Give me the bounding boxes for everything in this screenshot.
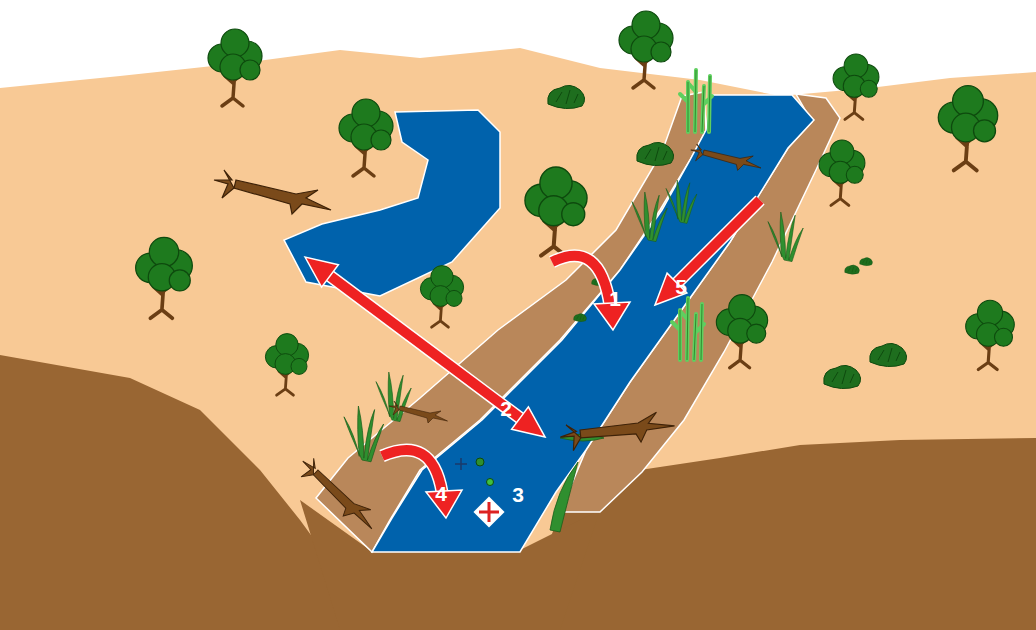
- arrow-shaft: [382, 450, 442, 492]
- tree: [619, 11, 673, 88]
- tree: [339, 99, 393, 176]
- shrub: [824, 365, 861, 388]
- grass-tuft: [632, 192, 667, 242]
- reed-clump: [680, 70, 712, 132]
- tree: [966, 300, 1015, 369]
- arrow-shaft: [677, 200, 760, 283]
- callout-number: 3: [512, 484, 524, 505]
- shrub: [574, 314, 587, 322]
- organism-symbol: [487, 479, 494, 486]
- reeds: [672, 70, 712, 360]
- fallen-log: [214, 170, 331, 214]
- fallen-log: [289, 454, 388, 531]
- reed-clump: [672, 298, 704, 360]
- tree: [938, 86, 997, 171]
- tree: [819, 140, 865, 205]
- tree: [525, 167, 587, 256]
- shrub: [845, 265, 860, 274]
- tree: [833, 54, 879, 119]
- arrow-shaft: [552, 256, 610, 306]
- callout-number: 2: [500, 398, 512, 419]
- arrow-outline: [677, 200, 760, 283]
- arrow-head: [512, 407, 545, 437]
- shrub: [870, 343, 907, 366]
- organism-symbol: [455, 458, 467, 470]
- organism-symbol: [476, 458, 484, 466]
- fallen-log: [691, 144, 761, 170]
- callout-number: 1: [609, 288, 621, 309]
- arrow-shaft: [330, 276, 520, 418]
- grass-tuft: [666, 180, 697, 223]
- tree: [716, 295, 767, 368]
- tree: [208, 29, 262, 106]
- fallen-logs: [214, 144, 761, 532]
- process-arrows: [305, 200, 760, 518]
- callout-number: 5: [675, 276, 687, 297]
- tree: [420, 266, 463, 328]
- water-organisms: [455, 458, 505, 528]
- arrow-outline: [552, 256, 610, 306]
- right-bank: [560, 94, 840, 512]
- tree: [136, 237, 193, 318]
- land: [0, 48, 1036, 630]
- fallen-log: [557, 390, 676, 467]
- shrub: [637, 142, 674, 165]
- tree: [265, 334, 308, 396]
- shrubs: [548, 85, 907, 388]
- fallen-log: [389, 401, 448, 423]
- shrub: [860, 258, 873, 266]
- arrow-outline: [330, 276, 520, 418]
- arrow-head: [655, 273, 687, 305]
- callout-number: 4: [435, 483, 447, 504]
- grass-tuft: [768, 212, 803, 262]
- arrow-head: [305, 257, 338, 287]
- organism-symbol: [473, 496, 504, 527]
- shrub: [548, 85, 585, 108]
- trees: [136, 11, 1015, 395]
- water-weed: [550, 462, 578, 532]
- grass-tuft: [344, 406, 384, 462]
- organism-symbol: [479, 502, 499, 522]
- stream-water: [372, 95, 814, 552]
- grasses: [344, 180, 803, 532]
- arrow-outline: [382, 450, 442, 492]
